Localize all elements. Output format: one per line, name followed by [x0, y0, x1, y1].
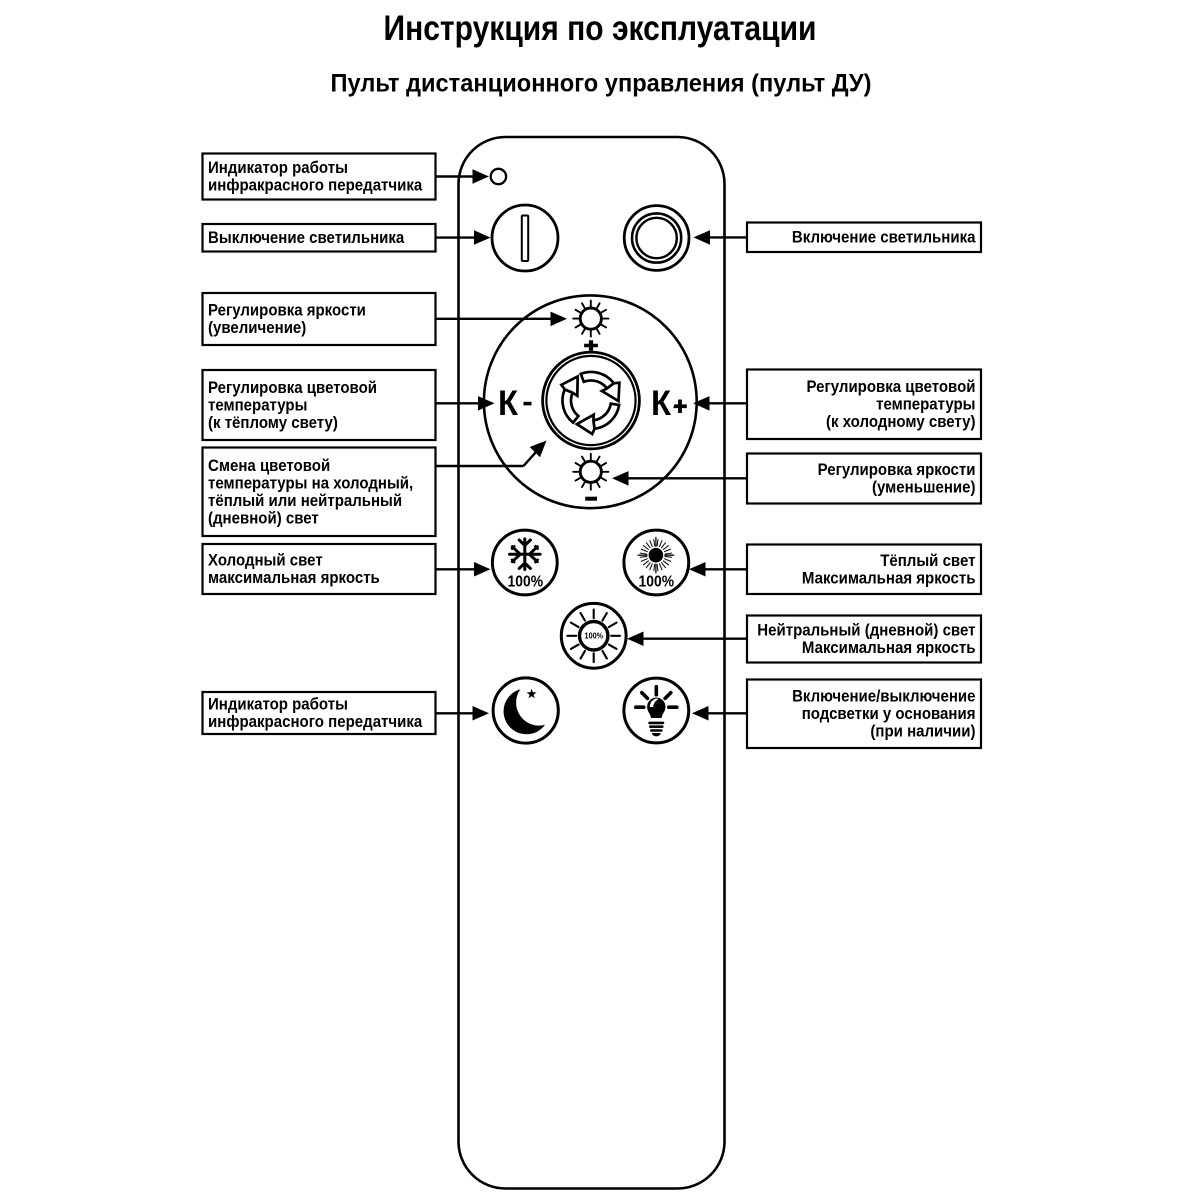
svg-text:Выключение светильника: Выключение светильника [208, 229, 405, 247]
svg-text:100%: 100% [508, 573, 544, 590]
svg-text:Смена цветовой: Смена цветовой [208, 457, 330, 475]
svg-text:Нейтральный (дневной) свет: Нейтральный (дневной) свет [757, 622, 975, 640]
svg-text:100%: 100% [585, 632, 604, 641]
svg-text:Включение/выключение: Включение/выключение [792, 688, 975, 706]
svg-text:температуры: температуры [876, 396, 975, 414]
svg-text:100%: 100% [639, 573, 675, 590]
svg-text:Регулировка цветовой: Регулировка цветовой [208, 379, 377, 397]
svg-text:Индикатор работы: Индикатор работы [208, 159, 348, 177]
svg-text:температуры: температуры [208, 396, 307, 414]
svg-text:(уменьшение): (уменьшение) [872, 479, 976, 497]
svg-text:подсветки у основания: подсветки у основания [802, 705, 976, 723]
svg-text:(к тёплому свету): (к тёплому свету) [208, 414, 338, 432]
svg-text:(к холодному свету): (к холодному свету) [826, 413, 976, 431]
svg-text:Пульт дистанционного управлени: Пульт дистанционного управления (пульт Д… [331, 70, 872, 98]
svg-text:инфракрасного передатчика: инфракрасного передатчика [208, 713, 423, 731]
svg-text:Инструкция по эксплуатации: Инструкция по эксплуатации [384, 9, 817, 48]
svg-text:тёплый или нейтральный: тёплый или нейтральный [208, 492, 402, 510]
svg-text:(дневной) свет: (дневной) свет [208, 509, 319, 527]
svg-text:(при наличии): (при наличии) [870, 723, 975, 741]
svg-text:Тёплый свет: Тёплый свет [880, 552, 975, 570]
svg-text:инфракрасного передатчика: инфракрасного передатчика [208, 177, 423, 195]
svg-text:Регулировка яркости: Регулировка яркости [208, 302, 366, 320]
svg-text:Включение светильника: Включение светильника [792, 229, 976, 247]
svg-text:Максимальная яркость: Максимальная яркость [802, 569, 976, 587]
svg-text:Холодный свет: Холодный свет [208, 552, 323, 570]
svg-text:Максимальная яркость: Максимальная яркость [802, 639, 976, 657]
svg-text:(увеличение): (увеличение) [208, 319, 306, 337]
svg-text:Регулировка яркости: Регулировка яркости [818, 461, 976, 479]
svg-text:К: К [651, 384, 672, 423]
svg-text:Регулировка цветовой: Регулировка цветовой [807, 378, 976, 396]
svg-text:температуры на холодный,: температуры на холодный, [208, 474, 413, 492]
svg-text:К: К [498, 384, 519, 423]
svg-text:Индикатор работы: Индикатор работы [208, 696, 348, 714]
svg-text:максимальная яркость: максимальная яркость [208, 569, 380, 587]
